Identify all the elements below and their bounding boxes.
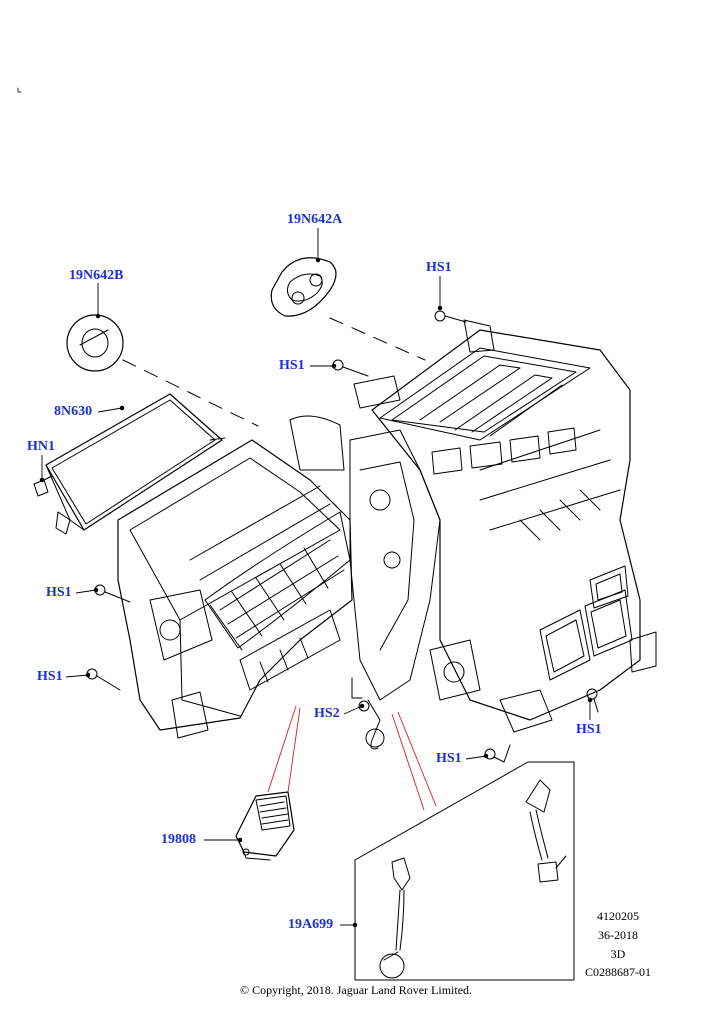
reference-date: 36-2018 — [598, 928, 638, 942]
callout-19a699[interactable]: 19A699 — [288, 917, 334, 932]
callout-hs1-upper[interactable]: HS1 — [279, 358, 305, 373]
harness-box — [354, 761, 575, 981]
callout-19n642a[interactable]: 19N642A — [287, 212, 343, 227]
corner-mark — [17, 87, 22, 93]
hvac-housing-drawing — [117, 319, 657, 750]
reference-code: 4120205 — [597, 909, 639, 923]
fastener-hs1-bottom — [484, 744, 511, 763]
callout-hs2[interactable]: HS2 — [314, 706, 340, 721]
seal-19n642b-drawing — [66, 314, 124, 372]
callout-hs1-left2[interactable]: HS1 — [37, 669, 63, 684]
seal-19n642a-drawing — [270, 257, 337, 317]
callout-hs1-top[interactable]: HS1 — [426, 260, 452, 275]
callout-hn1[interactable]: HN1 — [27, 439, 55, 454]
callout-hs1-left1[interactable]: HS1 — [46, 585, 72, 600]
callout-hs1-right[interactable]: HS1 — [576, 722, 602, 737]
fastener-hs1-left2 — [86, 668, 121, 691]
reference-view: 3D — [610, 947, 626, 961]
fastener-hs1-left1 — [94, 584, 131, 603]
callout-8n630[interactable]: 8N630 — [54, 404, 93, 419]
callout-19808[interactable]: 19808 — [161, 832, 196, 847]
fastener-hs1-upper — [332, 359, 369, 377]
callout-19n642b[interactable]: 19N642B — [69, 268, 124, 283]
fastener-hs2 — [351, 677, 370, 712]
resistor-19808-drawing — [235, 791, 295, 861]
filter-8n630-drawing — [45, 393, 226, 535]
reference-image-code: C0288687-01 — [585, 965, 651, 979]
harness-19a699-drawing — [379, 779, 567, 979]
fastener-hs1-top — [434, 310, 467, 323]
copyright-notice: © Copyright, 2018. Jaguar Land Rover Lim… — [239, 983, 473, 997]
callout-hs1-bottom[interactable]: HS1 — [436, 751, 462, 766]
